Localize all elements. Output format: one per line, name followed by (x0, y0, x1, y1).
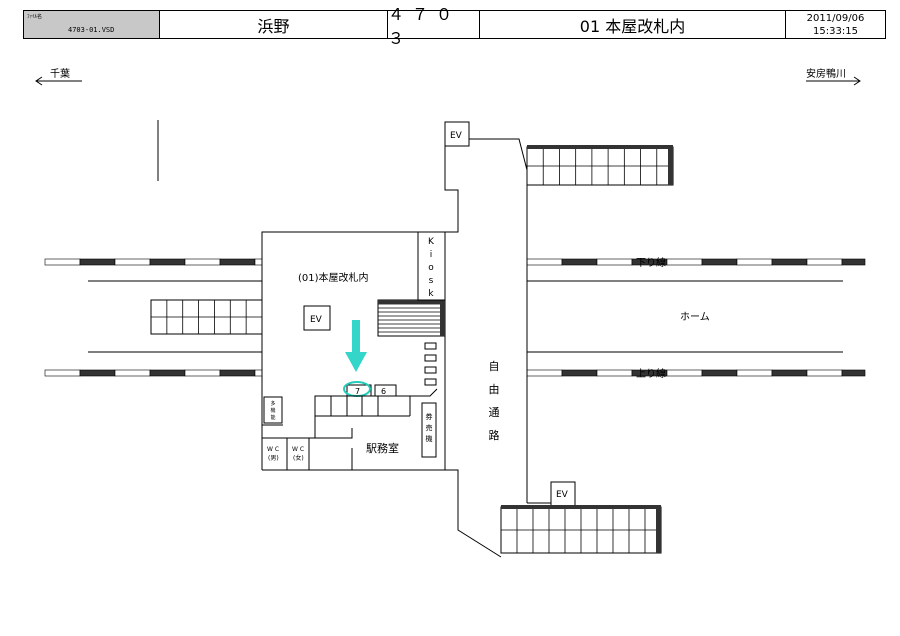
gate-6-label: 6 (381, 387, 386, 396)
gate-arrow-icon (345, 320, 367, 372)
track-segment (114, 369, 151, 377)
track-segment (561, 258, 598, 266)
wc-female-label: (女) (293, 454, 304, 462)
track-segment (219, 369, 256, 377)
ev-label: EV (556, 490, 569, 500)
ticket-machine: 券売機 (421, 402, 437, 458)
multi-toilet-label: 多機能 (270, 400, 275, 421)
time-text: 15:33:15 (813, 25, 858, 37)
stairs (500, 506, 662, 554)
track-segment (44, 369, 81, 377)
track-segment (561, 369, 598, 377)
track-segment (149, 369, 186, 377)
vertical-char: 路 (489, 429, 500, 442)
track-segment (114, 258, 151, 266)
direction-right: 安房鴨川 (806, 67, 861, 86)
track-segment (701, 258, 738, 266)
track-segment (596, 258, 633, 266)
up-line-label: 上り線 (636, 367, 666, 380)
vertical-char: s (429, 276, 434, 286)
arrow-right-icon (853, 76, 861, 86)
track-segment (771, 258, 808, 266)
direction-right-label: 安房鴨川 (806, 67, 846, 80)
ev-label: EV (450, 131, 463, 141)
track-segment (841, 369, 866, 377)
direction-left: 千葉 (35, 67, 82, 86)
building-outline (261, 121, 551, 558)
wc-male-title: W C (267, 446, 279, 453)
gate-7-label: 7 (355, 387, 360, 396)
vertical-char: 券 (426, 412, 433, 421)
track-segment (666, 369, 703, 377)
track-segment (666, 258, 703, 266)
file-label: ﾌｧｲﾙ名 (27, 14, 43, 20)
track-segment (806, 258, 843, 266)
track-segment (149, 258, 186, 266)
track-segment (701, 369, 738, 377)
vertical-char: i (430, 250, 433, 260)
file-name: 4703-01.VSD (68, 26, 115, 34)
date-text: 2011/09/06 (806, 12, 865, 24)
track-segment (254, 369, 263, 377)
track-segment (526, 369, 563, 377)
multi-toilet: 多機能 (263, 396, 283, 424)
vertical-char: 機 (426, 434, 433, 443)
elevator-bottom: EV (550, 481, 576, 507)
track-segment (806, 369, 843, 377)
direction-left-label: 千葉 (50, 67, 70, 80)
track-segment (736, 258, 773, 266)
platform-edges (88, 280, 843, 353)
track-segment (254, 258, 263, 266)
track-segment (79, 369, 116, 377)
track-segment (184, 369, 221, 377)
vertical-char: 能 (270, 414, 275, 421)
track-segment (44, 258, 81, 266)
office-walls (262, 388, 438, 470)
area-label: (01)本屋改札内 (298, 271, 369, 284)
vertical-char: 多 (270, 400, 275, 407)
vertical-char: 機 (270, 407, 275, 414)
ticket-gates: 7 6 (343, 381, 397, 397)
track-segment (771, 369, 808, 377)
station-name: 浜野 (160, 11, 388, 38)
stairs-group (150, 145, 674, 554)
datetime-cell: 2011/09/06 15:33:15 (786, 11, 885, 38)
elevator-center: EV (303, 305, 331, 331)
station-office-label: 駅務室 (366, 441, 399, 455)
vertical-char: 由 (489, 382, 500, 396)
track-segment (79, 258, 116, 266)
track-segment (184, 258, 221, 266)
stairs (377, 299, 446, 337)
wc-female-title: W C (292, 446, 304, 453)
track-segment (736, 369, 773, 377)
vertical-char: k (428, 289, 434, 299)
tactile-markers (424, 342, 437, 386)
track-segment (841, 258, 866, 266)
ev-label: EV (310, 315, 323, 325)
ticket-machine-label: 券売機 (426, 412, 433, 443)
location-name: 01 本屋改札内 (480, 11, 786, 38)
track-segment (596, 369, 633, 377)
stairs (150, 299, 263, 335)
arrow-left-icon (35, 76, 43, 86)
vertical-char: 通 (489, 406, 500, 419)
header-bar: ﾌｧｲﾙ名 4703-01.VSD 浜野 ４７０３ 01 本屋改札内 2011/… (23, 5, 886, 48)
file-cell: ﾌｧｲﾙ名 4703-01.VSD (24, 11, 160, 38)
vertical-char: o (428, 263, 434, 273)
vertical-char: 売 (426, 423, 433, 432)
track-segment (526, 258, 563, 266)
track-segment (219, 258, 256, 266)
vertical-char: 自 (489, 360, 500, 373)
wc-male-label: (男) (268, 455, 279, 462)
down-line-label: 下り線 (636, 256, 666, 269)
vertical-char: K (428, 237, 435, 247)
elevator-top: EV (444, 121, 470, 147)
railway-tracks (44, 258, 866, 377)
platform-label: ホーム (680, 311, 710, 323)
stairs (526, 146, 674, 186)
